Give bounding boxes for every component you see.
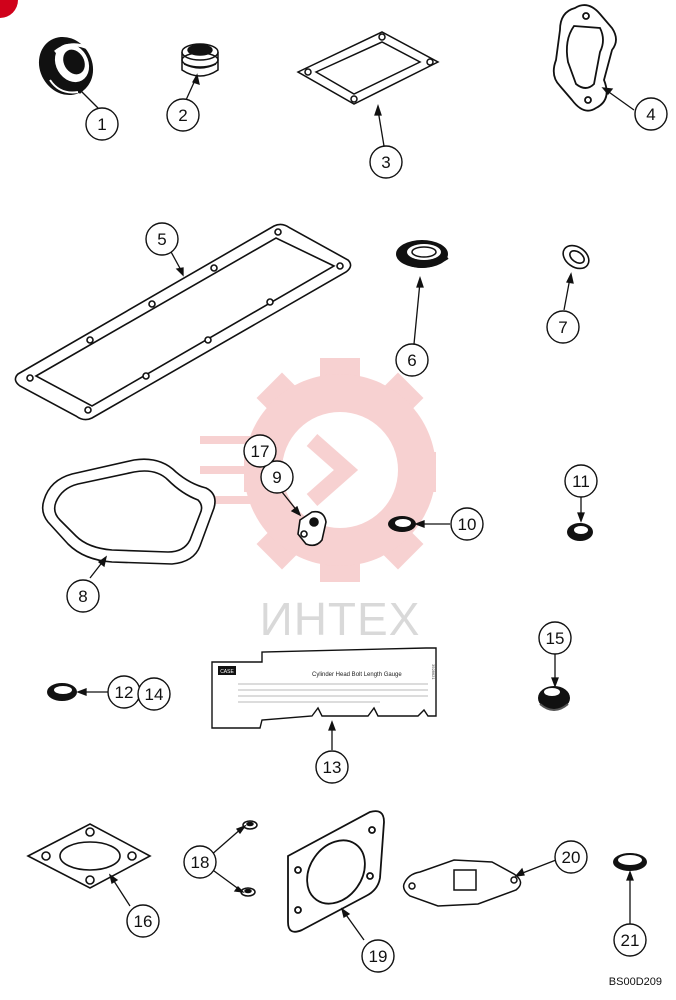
callout-19: 19 [361, 939, 395, 973]
callout-circle [166, 98, 200, 132]
callout-label: 16 [134, 912, 153, 931]
callout-14: 14 [137, 677, 171, 711]
part-6-seal [396, 240, 449, 268]
callout-circle [450, 507, 484, 541]
callout-circle [126, 904, 160, 938]
part-19-gasket [287, 810, 385, 933]
callout-circle [183, 845, 217, 879]
callout-circle [85, 107, 119, 141]
callout-label: 9 [272, 468, 281, 487]
part-18-washers [240, 820, 258, 897]
part-20-plate [402, 859, 522, 907]
callout-21: 21 [613, 923, 647, 957]
callout-circle [564, 464, 598, 498]
callout-20: 20 [554, 840, 588, 874]
callout-label: 7 [558, 318, 567, 337]
callout-circle [315, 750, 349, 784]
callout-circle [361, 939, 395, 973]
callout-label: 11 [572, 472, 590, 491]
callout-circle [613, 923, 647, 957]
callout-13: 13 [315, 750, 349, 784]
part-21-ring [613, 853, 647, 871]
callout-label: 17 [251, 442, 270, 461]
callout-circle [546, 310, 580, 344]
callout-label: 1 [97, 115, 106, 134]
callout-10: 10 [450, 507, 484, 541]
callout-label: 12 [115, 683, 134, 702]
gauge-title: Cylinder Head Bolt Length Gauge [312, 672, 402, 678]
callout-label: 5 [157, 230, 166, 249]
callout-3: 3 [369, 145, 403, 179]
callout-17: 17 [243, 434, 277, 468]
callout-label: 4 [646, 105, 655, 124]
callout-label: 19 [369, 947, 388, 966]
callout-circle [243, 434, 277, 468]
callout-label: 8 [78, 587, 87, 606]
callout-2: 2 [166, 98, 200, 132]
callout-circle [369, 145, 403, 179]
part-3-gasket [296, 31, 440, 105]
part-5-gasket [14, 223, 352, 421]
callout-label: 15 [546, 629, 565, 648]
corner-marker [0, 0, 18, 18]
gauge-code: CASE [220, 669, 234, 675]
callout-label: 10 [458, 515, 477, 534]
part-10-seal [388, 516, 416, 532]
callout-7: 7 [546, 310, 580, 344]
callout-label: 21 [621, 931, 640, 950]
watermark-gear-logo [200, 358, 436, 582]
callout-label: 20 [562, 848, 581, 867]
callout-9: 9 [260, 460, 294, 494]
callout-12: 12 [107, 675, 141, 709]
callout-circle [395, 343, 429, 377]
callout-circle [137, 677, 171, 711]
callout-label: 6 [407, 351, 416, 370]
gauge-part-number: 3928621 [431, 664, 436, 680]
part-9-clip [297, 510, 327, 547]
watermark-text: ИНТЕХ [259, 593, 421, 645]
callout-11: 11 [564, 464, 598, 498]
callout-label: 13 [323, 758, 342, 777]
callout-circle [554, 840, 588, 874]
callout-label: 18 [191, 853, 210, 872]
callout-5: 5 [145, 222, 179, 256]
part-8-gasket [41, 458, 216, 565]
part-12-seal [47, 683, 77, 701]
part-11-seal [567, 523, 593, 541]
callout-label: 14 [145, 685, 164, 704]
callout-circle [66, 579, 100, 613]
part-13-gauge: CASE Cylinder Head Bolt Length Gauge 392… [211, 647, 437, 729]
callout-circle [538, 621, 572, 655]
part-7-seal [562, 244, 590, 270]
callout-18: 18 [183, 845, 217, 879]
callout-15: 15 [538, 621, 572, 655]
leader-lines [74, 73, 635, 941]
callout-label: 3 [381, 153, 390, 172]
callout-circle [634, 97, 668, 131]
part-16-gasket [26, 823, 152, 889]
part-15-plug [538, 686, 570, 711]
reference-code: BS00D209 [608, 976, 662, 988]
callout-circle [145, 222, 179, 256]
callout-8: 8 [66, 579, 100, 613]
callout-label: 2 [178, 106, 187, 125]
callout-16: 16 [126, 904, 160, 938]
part-1-seal [38, 36, 94, 96]
callout-6: 6 [395, 343, 429, 377]
callout-4: 4 [634, 97, 668, 131]
part-4-gasket [552, 4, 617, 112]
part-2-plug [181, 43, 219, 77]
callout-circle [260, 460, 294, 494]
callout-1: 1 [85, 107, 119, 141]
